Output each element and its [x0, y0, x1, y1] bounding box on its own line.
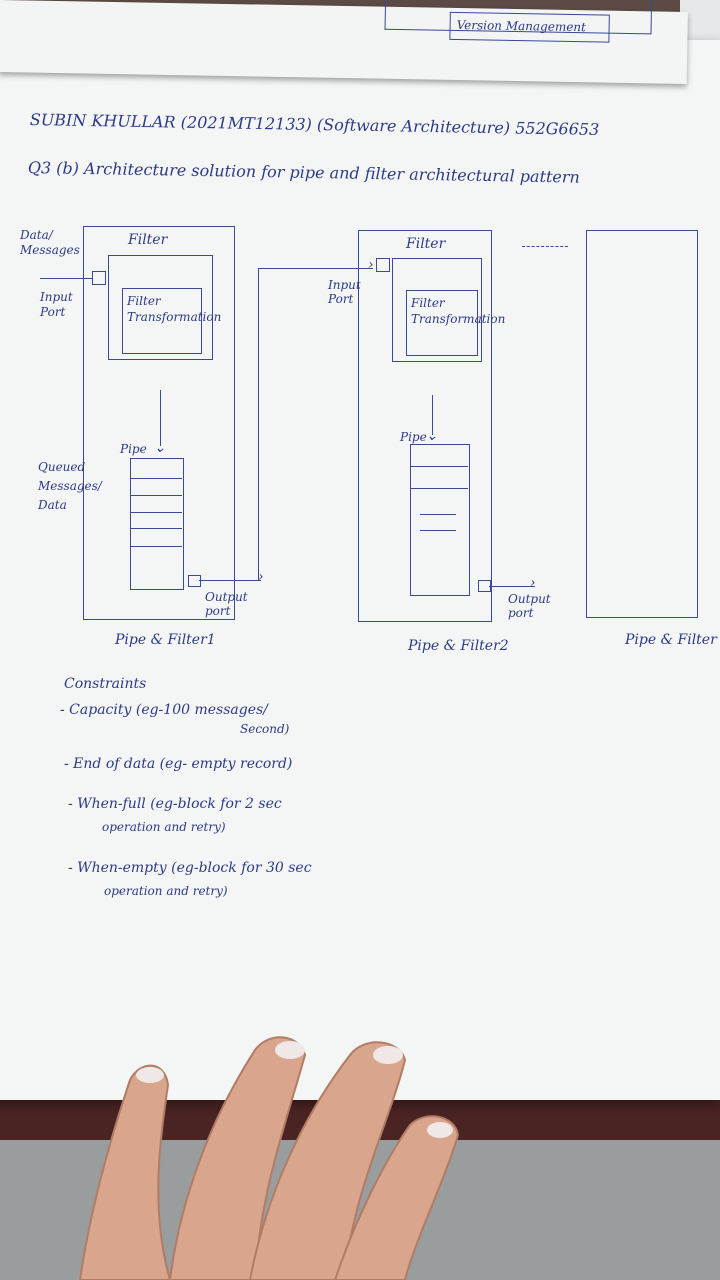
- input-port-label-1: Input Port: [40, 290, 73, 319]
- queue1-slot: [130, 528, 182, 529]
- finger-1: [78, 1064, 172, 1280]
- filter2-inner-box: [392, 258, 482, 362]
- constraint-1-line2: Second): [240, 722, 290, 736]
- pipe2-label: Pipe: [400, 430, 427, 444]
- filter2-transform-label: Filter Transformation: [411, 296, 506, 326]
- filter1-output-port: [188, 575, 201, 587]
- connector-vertical: [258, 268, 259, 580]
- output-arrow-1: [199, 580, 261, 581]
- filter2-input-port: [376, 258, 390, 272]
- filter1-transform-box: Filter Transformation: [122, 288, 222, 354]
- constraint-1-line1: - Capacity (eg-100 messages/: [60, 702, 268, 718]
- pipe1-arrowhead: ⌄: [154, 440, 166, 456]
- filter3-caption: Pipe & Filter: [625, 632, 717, 648]
- pipe1-arrow: [160, 390, 161, 446]
- filter1-input-port: [92, 271, 106, 285]
- output-port-label-2: Output port: [508, 592, 551, 620]
- constraint-4-line1: - When-empty (eg-block for 30 sec: [68, 860, 312, 876]
- constraints-title: Constraints: [64, 676, 147, 692]
- filter2-caption: Pipe & Filter2: [408, 638, 509, 654]
- queued-messages-label: Queued Messages/ Data: [38, 460, 102, 512]
- queue1-slot: [130, 546, 182, 547]
- paper-sheet: [0, 40, 720, 1100]
- filter1-inner-box: [108, 255, 213, 360]
- connector-arrowhead: ›: [368, 257, 374, 273]
- hand-image: [78, 1036, 460, 1280]
- version-text: Version Management: [456, 17, 587, 35]
- constraint-3-line2: operation and retry): [102, 820, 226, 834]
- output-arrowhead-2: ›: [530, 575, 536, 591]
- input-port-label-2: Input Port: [328, 278, 361, 306]
- output-arrowhead-1: ›: [258, 569, 264, 585]
- queue1-slot: [130, 495, 182, 496]
- input-arrow-1: [40, 278, 92, 279]
- output-arrow-2: [489, 586, 535, 587]
- queue1-slot: [130, 512, 182, 513]
- filter2-outer-box: [358, 230, 492, 622]
- constraint-4-line2: operation and retry): [104, 884, 228, 898]
- finger-2: [168, 1036, 307, 1280]
- output-port-label-1: Output port: [205, 590, 248, 618]
- queue2-slot: [410, 466, 468, 467]
- constraint-3-line1: - When-full (eg-block for 2 sec: [68, 796, 282, 812]
- data-messages-label: Data/ Messages: [20, 228, 80, 257]
- pipe2-arrowhead: ⌄: [426, 428, 438, 444]
- queue1-slot: [130, 478, 182, 479]
- version-box: Version Management: [449, 11, 610, 43]
- filter2-transform-box: Filter Transformation: [406, 290, 506, 356]
- finger-3: [248, 1041, 407, 1280]
- filter1-transform-label: Filter Transformation: [127, 294, 222, 324]
- filter1-label: Filter: [128, 232, 168, 248]
- top-sheet: Version Management: [0, 0, 688, 84]
- queue2-box: [410, 444, 470, 596]
- filter2-label: Filter: [406, 236, 446, 252]
- connector-horizontal: [258, 268, 373, 269]
- queue1-box: [130, 458, 184, 590]
- filter3-outer-box: [586, 230, 698, 618]
- finger-4: [333, 1115, 460, 1280]
- filter1-outer-box: [83, 226, 235, 620]
- pipe2-arrow: [432, 395, 433, 435]
- filter3-connector: [522, 246, 568, 247]
- filter1-caption: Pipe & Filter1: [115, 632, 216, 648]
- queue2-slot: [420, 530, 456, 531]
- queue2-slot: [420, 514, 456, 515]
- constraint-2-line1: - End of data (eg- empty record): [64, 756, 293, 772]
- pipe1-label: Pipe: [120, 442, 147, 456]
- queue2-slot: [410, 488, 468, 489]
